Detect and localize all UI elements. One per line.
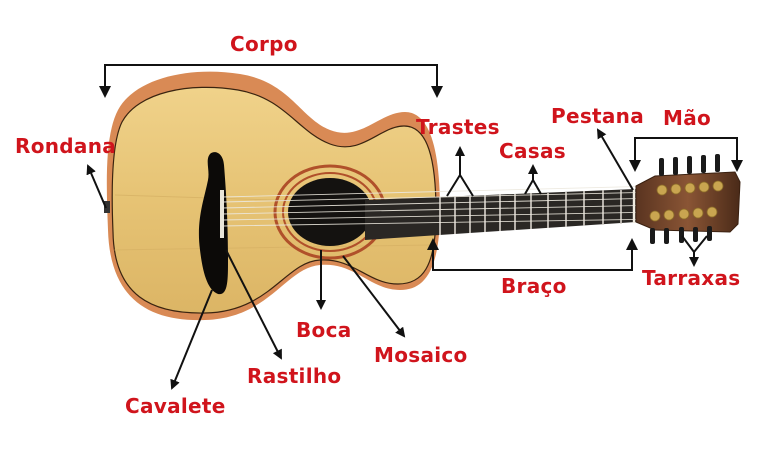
strings bbox=[221, 185, 663, 227]
label-pestana: Pestana bbox=[551, 104, 645, 128]
label-boca: Boca bbox=[296, 318, 352, 342]
label-trastes: Trastes bbox=[416, 115, 500, 139]
label-cavalete: Cavalete bbox=[125, 394, 226, 418]
headstock bbox=[635, 154, 741, 244]
label-rondana: Rondana bbox=[15, 134, 117, 158]
label-casas: Casas bbox=[499, 139, 566, 163]
label-mao: Mão bbox=[663, 106, 712, 130]
label-rastilho: Rastilho bbox=[247, 364, 342, 388]
label-corpo: Corpo bbox=[230, 32, 298, 56]
label-tarraxas: Tarraxas bbox=[642, 266, 741, 290]
end-pin bbox=[104, 201, 110, 213]
label-braco: Braço bbox=[501, 274, 567, 298]
label-mosaico: Mosaico bbox=[374, 343, 468, 367]
corpo-bracket bbox=[104, 64, 438, 90]
annotation-lines bbox=[86, 64, 738, 390]
